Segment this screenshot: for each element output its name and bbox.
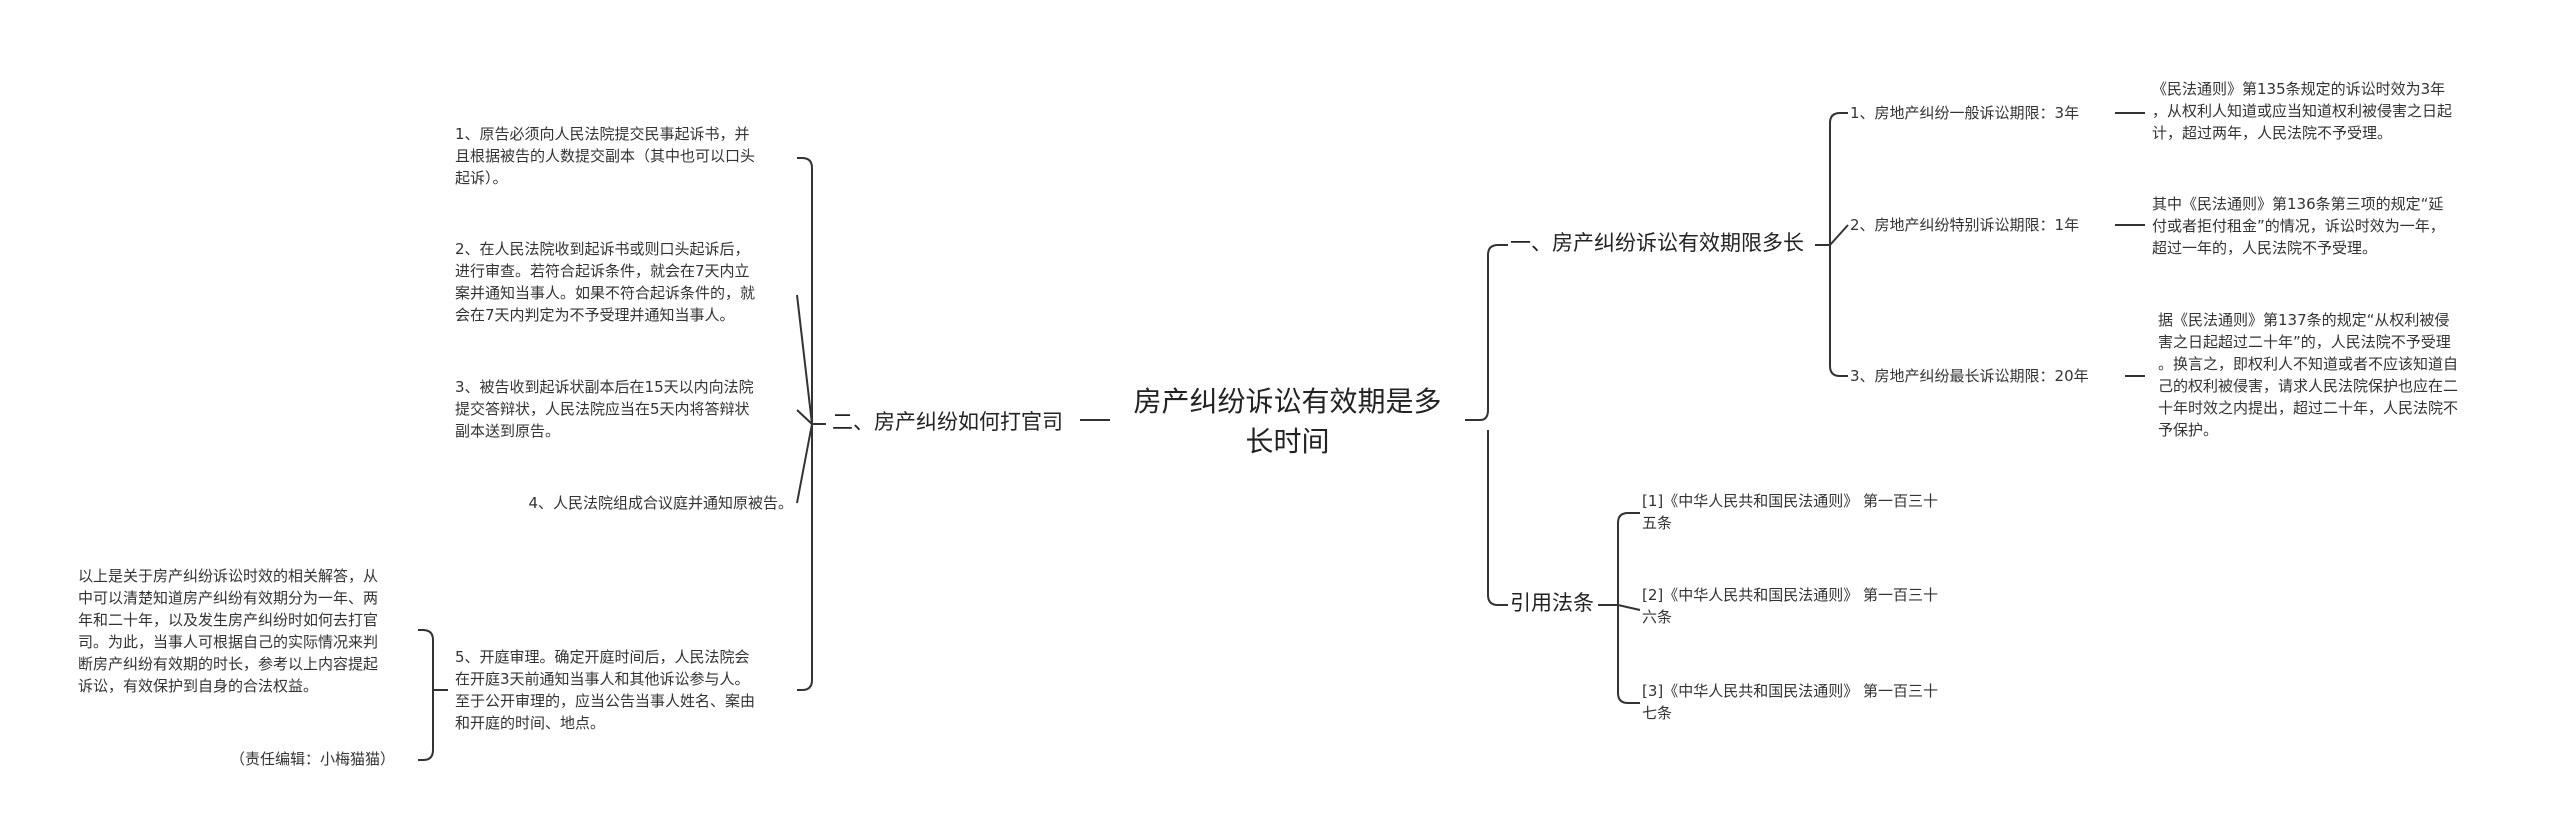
branch-two-step-4: 4、人民法院组成合议庭并通知原被告。	[528, 494, 793, 512]
branch-two-label: 二、房产纠纷如何打官司	[832, 410, 1063, 434]
branch-one-item-2-label: 2、房地产纠纷特别诉讼期限：1年	[1850, 216, 2080, 234]
branch-one-item-1-label: 1、房地产纠纷一般诉讼期限：3年	[1850, 104, 2080, 122]
branch-two-step-1: 1、原告必须向人民法院提交民事起诉书，并 且根据被告的人数提交副本（其中也可以口…	[455, 125, 756, 187]
branch-three-label: 引用法条	[1510, 591, 1594, 615]
editor-credit: （责任编辑：小梅猫猫）	[229, 750, 395, 768]
branch-one-label: 一、房产纠纷诉讼有效期限多长	[1510, 231, 1804, 255]
branch-three-ref-3: [3]《中华人民共和国民法通则》 第一百三十 七条	[1642, 682, 1939, 722]
connector-branch-three-refs	[1598, 512, 1641, 704]
branch-two-step-3: 3、被告收到起诉状副本后在15天以内向法院 提交答辩状，人民法院应当在5天内将答…	[455, 378, 754, 440]
connector-root-trunk-right	[1465, 244, 1508, 606]
branch-one-item-1-detail: 《民法通则》第135条规定的诉讼时效为3年 ，从权利人知道或应当知道权利被侵害之…	[2152, 80, 2453, 142]
branch-two-step-2: 2、在人民法院收到起诉书或则口头起诉后， 进行审查。若符合起诉条件，就会在7天内…	[455, 240, 756, 324]
branch-two-step-5: 5、开庭审理。确定开庭时间后，人民法院会 在开庭3天前通知当事人和其他诉讼参与人…	[455, 648, 756, 732]
connector-branch-one-items	[1815, 112, 1849, 377]
connector-step5-summary	[418, 629, 448, 761]
branch-two-summary: 以上是关于房产纠纷诉讼时效的相关解答，从 中可以清楚知道房产纠纷有效期分为一年、…	[78, 567, 379, 695]
branch-one-item-3-label: 3、房地产纠纷最长诉讼期限：20年	[1850, 367, 2089, 385]
connector-branch-two-steps	[796, 157, 826, 691]
branch-three-ref-1: [1]《中华人民共和国民法通则》 第一百三十 五条	[1642, 492, 1939, 532]
branch-three-ref-2: [2]《中华人民共和国民法通则》 第一百三十 六条	[1642, 586, 1939, 626]
branch-one-item-3-detail: 据《民法通则》第137条的规定“从权利被侵 害之日起超过二十年”的，人民法院不予…	[2158, 311, 2459, 439]
branch-one-item-2-detail: 其中《民法通则》第136条第三项的规定“延 付或者拒付租金”的情况，诉讼时效为一…	[2152, 195, 2445, 257]
root-topic: 房产纠纷诉讼有效期是多 长时间	[1133, 385, 1442, 458]
